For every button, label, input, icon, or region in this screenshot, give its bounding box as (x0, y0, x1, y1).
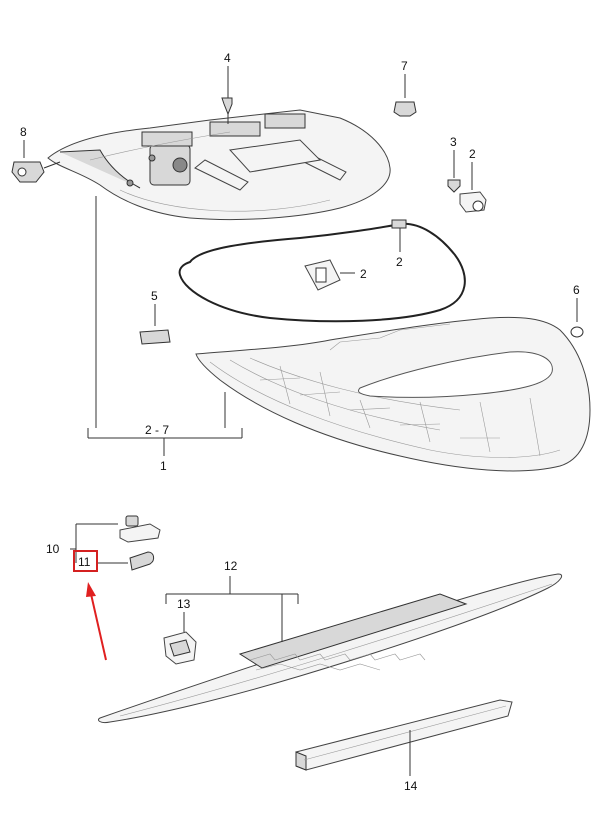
callout-7: 7 (401, 59, 408, 73)
callout-2-grommet: 2 (360, 267, 367, 281)
assembly-bracket-12 (165, 576, 299, 642)
red-arrow (86, 582, 107, 661)
callout-5: 5 (151, 289, 158, 303)
grommet-part-2 (304, 259, 355, 291)
callout-1: 1 (160, 459, 167, 473)
clip-part-13 (163, 612, 197, 665)
taillight-housing (47, 109, 391, 221)
brake-light-part-12 (97, 573, 563, 723)
highlight-box (73, 550, 98, 572)
gasket-part-2 (178, 219, 466, 323)
callout-8: 8 (20, 125, 27, 139)
callout-3: 3 (450, 135, 457, 149)
screw-part-4 (221, 66, 233, 124)
callout-4: 4 (224, 51, 231, 65)
callout-2-upper: 2 (469, 147, 476, 161)
callout-11: 11 (78, 555, 91, 569)
callout-2-gasket: 2 (396, 255, 403, 269)
bracket-part-10 (70, 515, 161, 563)
taillight-lens (195, 316, 591, 472)
bracket-part-8 (11, 140, 61, 183)
bulb-part-11 (96, 551, 155, 571)
callout-2-7: 2 - 7 (145, 423, 169, 437)
callout-12: 12 (224, 559, 238, 573)
pad-part-5 (139, 304, 171, 345)
o-ring-part-6 (570, 298, 584, 338)
clip-part-2-upper (459, 166, 487, 213)
callout-labels: 4 7 8 3 2 2 2 5 6 2 - 7 1 10 11 12 13 14 (20, 51, 580, 793)
callout-10: 10 (46, 542, 60, 556)
trim-part-14 (295, 699, 513, 776)
screw-part-3 (447, 150, 461, 193)
nut-part-7 (393, 74, 417, 117)
leader-lines (471, 162, 578, 300)
callout-6: 6 (573, 283, 580, 297)
assembly-bracket-1 (87, 196, 243, 456)
callout-14: 14 (404, 779, 418, 793)
callout-13: 13 (177, 597, 191, 611)
